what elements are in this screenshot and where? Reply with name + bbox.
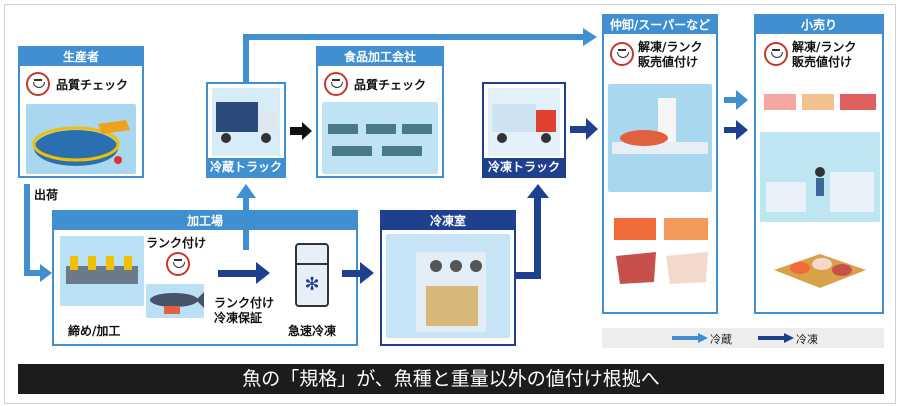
producer-check-label: 品質チェック xyxy=(56,78,129,92)
retail-check-icon xyxy=(764,42,788,66)
food-company-box: 食品加工会社 品質チェック xyxy=(316,46,444,178)
rank-label: ランク付け xyxy=(146,236,207,250)
food-check-icon xyxy=(324,72,348,96)
rank-check-icon xyxy=(166,252,190,276)
freeze-arrow-2 xyxy=(342,270,362,277)
freezer-truck-label: 冷凍トラック xyxy=(484,158,564,176)
processing-line-image xyxy=(60,236,144,306)
freeze-arrow-2-head xyxy=(360,262,374,284)
legend: 冷蔵 冷凍 xyxy=(602,328,884,348)
legend-frozen: 冷凍 xyxy=(796,333,818,346)
freeze-up-arrow-head xyxy=(527,184,549,198)
wholesale-butcher-image xyxy=(608,84,712,192)
freeze-arrow-1-head xyxy=(256,262,270,284)
freezer-room-title: 冷凍室 xyxy=(382,212,514,230)
factory-floor-image xyxy=(322,102,438,174)
freeze-to-wholesale-head xyxy=(586,118,598,140)
tuna-image xyxy=(146,284,204,318)
footer-caption: 魚の「規格」が、魚種と重量以外の値付け根拠へ xyxy=(18,364,884,394)
retail-freeze-arrow xyxy=(724,127,738,133)
legend-refrigerated: 冷蔵 xyxy=(710,333,732,346)
black-arrow xyxy=(290,122,312,140)
retail-refrig-arrow xyxy=(724,97,738,103)
shipping-label: 出荷 xyxy=(34,188,59,202)
freezer-truck-box: 冷凍トラック xyxy=(482,82,566,178)
top-refrig-arrow-h xyxy=(243,34,585,40)
quick-freeze-label: 急速冷凍 xyxy=(288,324,337,338)
refrig-up-arrow-head xyxy=(236,184,256,198)
refrig-up-arrow xyxy=(243,196,249,250)
wholesale-title: 仲卸/スーパーなど xyxy=(604,16,716,34)
food-check-label: 品質チェック xyxy=(354,78,427,92)
freeze-arrow-1 xyxy=(218,270,258,277)
wholesale-note: 解凍/ランク 販売値付け xyxy=(638,40,703,69)
food-company-title: 食品加工会社 xyxy=(318,48,442,66)
shipping-arrow-v xyxy=(24,184,30,274)
quality-check-icon xyxy=(26,72,50,96)
freeze-up-arrow-h xyxy=(516,272,540,279)
legend-refrig-arrow xyxy=(672,333,708,343)
refrig-truck-label: 冷蔵トラック xyxy=(208,158,284,176)
fish-farm-image xyxy=(26,104,136,174)
process-label: 締め/加工 xyxy=(68,324,121,338)
producer-title: 生産者 xyxy=(20,48,142,66)
top-refrig-arrow-v xyxy=(243,34,249,82)
shipping-arrow-head xyxy=(40,264,52,282)
processing-plant-title: 加工場 xyxy=(54,212,356,230)
retail-refrig-arrow-head xyxy=(736,90,748,110)
retail-freeze-arrow-head xyxy=(736,120,748,140)
processing-plant-box: 加工場 締め/加工 ランク付け ランク付け 冷凍保証 急速冷凍 ✻ xyxy=(52,210,358,346)
freezer-truck-image xyxy=(488,88,560,156)
retail-title: 小売り xyxy=(756,16,882,34)
producer-box: 生産者 品質チェック xyxy=(18,46,144,178)
retail-packs-image xyxy=(764,94,876,110)
freezer-icon: ✻ xyxy=(295,243,329,307)
shipping-arrow-h xyxy=(24,270,42,276)
refrig-truck-box: 冷蔵トラック xyxy=(206,82,286,178)
sushi-platter-image xyxy=(774,254,866,288)
retail-box: 小売り 解凍/ランク 販売値付け xyxy=(754,14,884,314)
fish-fillets-image xyxy=(614,218,708,284)
retail-store-image xyxy=(760,132,880,222)
top-refrig-arrow-head xyxy=(583,28,597,46)
freeze-to-wholesale-arrow xyxy=(570,126,588,133)
retail-note: 解凍/ランク 販売値付け xyxy=(792,40,857,69)
rank-freeze-label: ランク付け 冷凍保証 xyxy=(214,296,275,325)
svg-text:✻: ✻ xyxy=(304,274,319,295)
wholesale-box: 仲卸/スーパーなど 解凍/ランク 販売値付け xyxy=(602,14,718,314)
refrig-truck-image xyxy=(212,88,280,156)
freeze-up-arrow-v xyxy=(534,196,541,279)
freezer-room-box: 冷凍室 xyxy=(380,210,516,346)
wholesale-check-icon xyxy=(610,42,634,66)
freezer-room-image xyxy=(386,234,510,338)
legend-freeze-arrow xyxy=(758,333,794,343)
